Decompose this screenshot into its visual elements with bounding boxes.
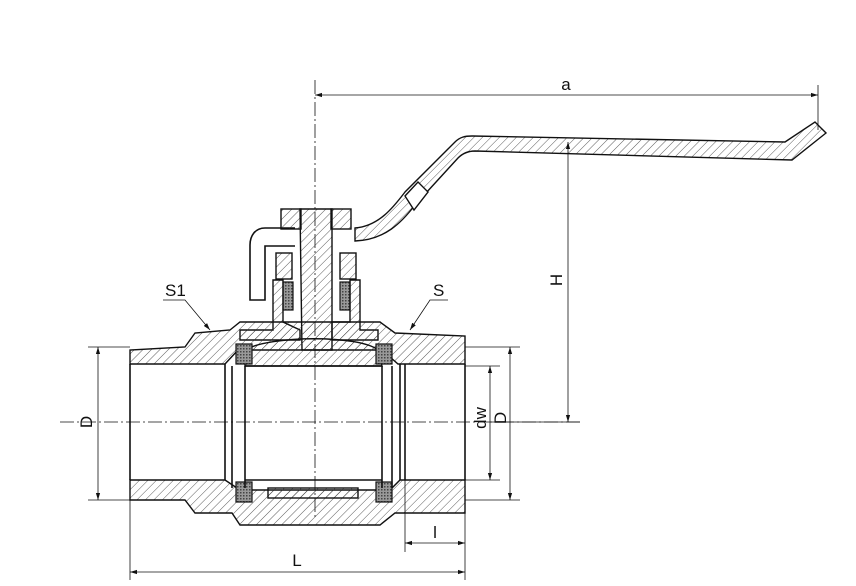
stem-assembly	[239, 208, 379, 351]
valve-body	[129, 321, 466, 526]
label-D-left: D	[77, 416, 96, 428]
label-S1: S1	[165, 281, 186, 300]
handle-lever	[249, 121, 828, 301]
label-S: S	[433, 281, 444, 300]
label-dw: dw	[471, 406, 490, 428]
label-l: l	[433, 523, 437, 542]
label-D-right: D	[491, 412, 510, 424]
label-H: H	[547, 274, 566, 286]
label-L: L	[292, 551, 301, 570]
label-a: a	[561, 75, 571, 94]
